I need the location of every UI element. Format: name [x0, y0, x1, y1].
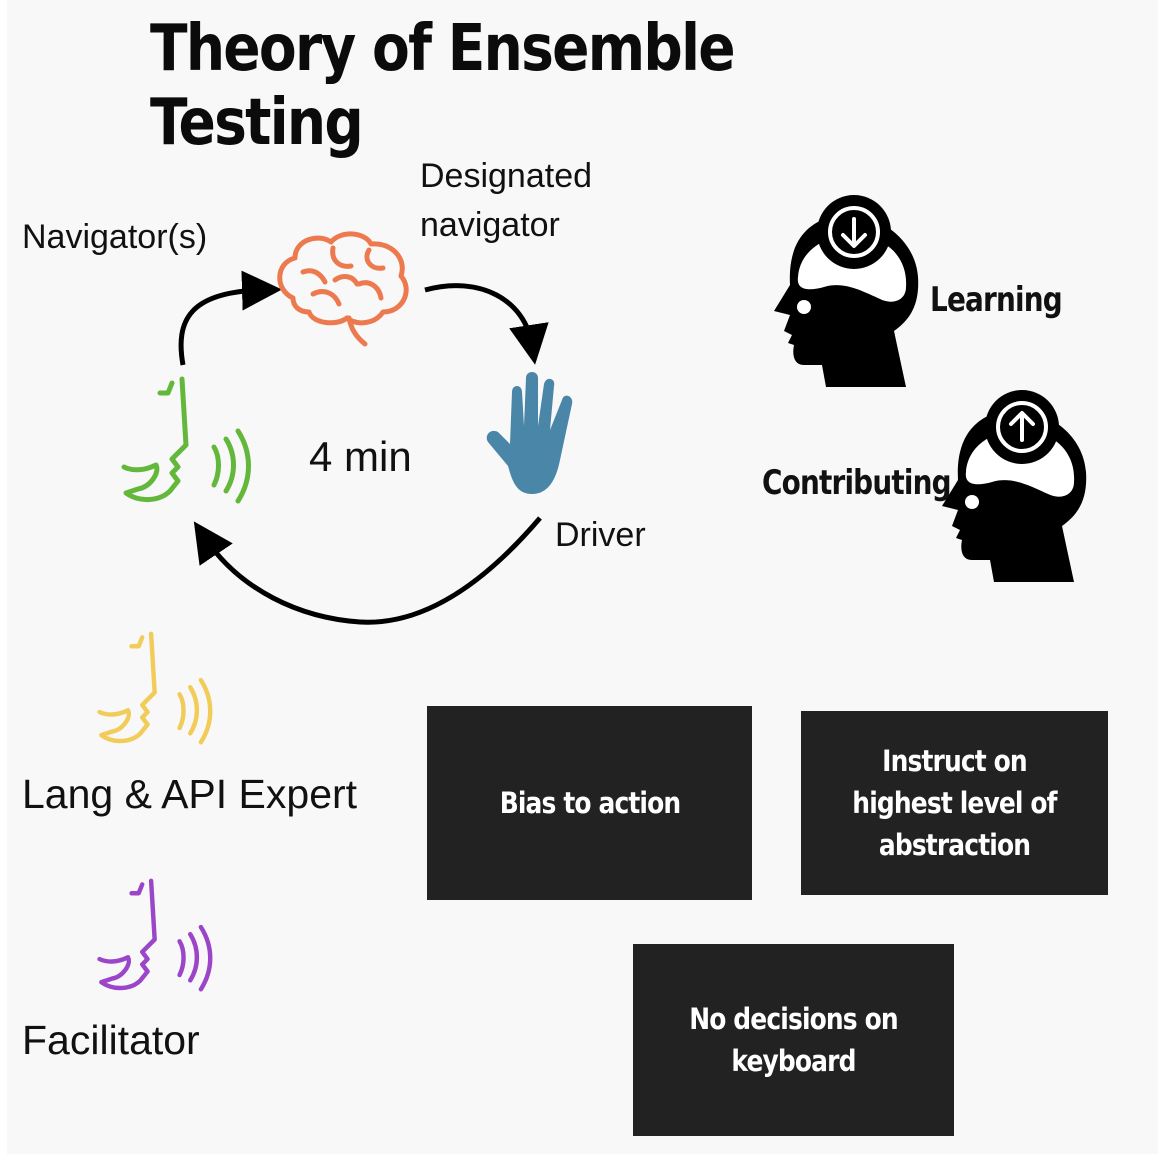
head-upload-icon — [942, 390, 1087, 582]
expert-speaking-head-icon — [97, 631, 213, 745]
contributing-label: Contributing — [762, 463, 952, 503]
navigator-speaking-head-icon — [121, 376, 251, 504]
head-download-icon — [774, 195, 919, 387]
bias-to-action-card: Bias to action — [427, 706, 752, 900]
instruct-abstraction-text: Instruct on highest level of abstraction — [852, 744, 1057, 862]
navigators-label: Navigator(s) — [22, 218, 208, 256]
no-decisions-card: No decisions on keyboard — [633, 944, 954, 1136]
rotation-time-label: 4 min — [309, 433, 412, 480]
lang-expert-label: Lang & API Expert — [22, 771, 358, 817]
page-title: Theory of Ensemble Testing — [150, 12, 736, 160]
designated-navigator-label-1: Designated — [420, 157, 593, 195]
facilitator-label: Facilitator — [22, 1017, 200, 1063]
hand-icon — [486, 372, 573, 494]
facilitator-speaking-head-icon — [97, 878, 213, 992]
designated-navigator-label-2: navigator — [420, 206, 560, 244]
learning-label: Learning — [930, 280, 1063, 320]
bias-to-action-text: Bias to action — [499, 786, 680, 820]
driver-label: Driver — [555, 516, 646, 554]
brain-icon — [277, 231, 409, 347]
no-decisions-text: No decisions on keyboard — [689, 1002, 898, 1078]
instruct-abstraction-card: Instruct on highest level of abstraction — [801, 711, 1108, 895]
